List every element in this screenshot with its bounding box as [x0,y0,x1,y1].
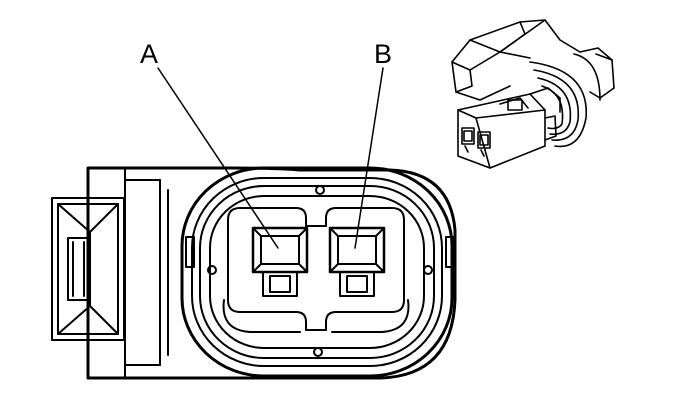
pin-label-b: B [374,39,392,69]
connector-face [51,166,457,380]
locking-tab [51,197,125,341]
leader-line-b [354,67,384,249]
leader-line-a [157,67,279,249]
seal-rings [180,166,454,378]
pin-label-a: A [140,39,158,69]
terminal-cavity-a [251,226,309,297]
connector-perspective-thumbnail [451,19,615,169]
